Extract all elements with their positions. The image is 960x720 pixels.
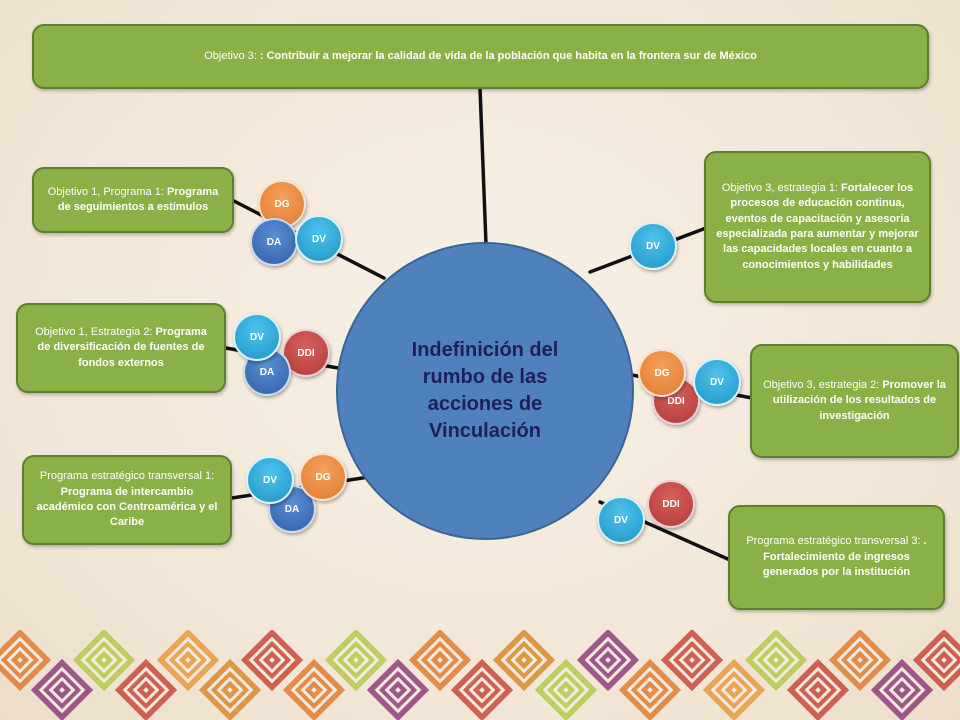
objective-1-program-1-box: Objetivo 1, Programa 1: Programa de segu… — [32, 167, 234, 233]
connector-top — [478, 86, 488, 246]
box-lead: Programa estratégico transversal 3: — [746, 535, 924, 548]
transversal-program-1-box: Programa estratégico transversal 1: Prog… — [22, 455, 232, 545]
badge-dv: DV — [233, 313, 281, 361]
box-lead: Objetivo 3, estrategia 2: — [763, 378, 883, 391]
badge-dv: DV — [629, 222, 677, 270]
badge-dv: DV — [246, 456, 294, 504]
badge-dv: DV — [693, 358, 741, 406]
box-body: Programa de seguimientos a estímulos — [57, 185, 219, 213]
box-body: Promover la utilización de los resultado… — [772, 378, 946, 422]
box-body: Programa de intercambio académico con Ce… — [36, 485, 218, 529]
decorative-pattern — [0, 630, 960, 720]
box-lead: Objetivo 1, Programa 1: — [47, 185, 167, 198]
transversal-program-3-box: Programa estratégico transversal 3: . Fo… — [728, 505, 945, 610]
box-lead: Objetivo 3, estrategia 1: — [721, 181, 842, 194]
badge-ddi: DDI — [647, 480, 695, 528]
objective-3-strategy-2-box: Objetivo 3, estrategia 2: Promover la ut… — [750, 344, 959, 458]
badge-dv: DV — [597, 496, 645, 544]
box-body: : Contribuir a mejorar la calidad de vid… — [259, 49, 757, 62]
central-problem-circle: Indefinición del rumbo de las acciones d… — [336, 242, 634, 540]
badge-da: DA — [250, 218, 298, 266]
box-body: Fortalecer los procesos de educación con… — [716, 181, 919, 271]
badge-dg: DG — [299, 453, 347, 501]
badge-dg: DG — [638, 349, 686, 397]
badge-dv: DV — [295, 215, 343, 263]
box-lead: Objetivo 1, Estrategia 2: — [35, 325, 156, 338]
box-body: Programa de diversificación de fuentes d… — [37, 325, 207, 369]
objective-3-strategy-1-box: Objetivo 3, estrategia 1: Fortalecer los… — [704, 151, 931, 303]
central-problem-text: Indefinición del rumbo de las acciones d… — [411, 339, 559, 442]
box-lead: Objetivo 3: — [204, 49, 260, 62]
box-lead: Programa estratégico transversal 1: — [39, 470, 215, 483]
objective-3-top-box: Objetivo 3: : Contribuir a mejorar la ca… — [32, 24, 929, 89]
box-body: . Fortalecimiento de ingresos generados … — [762, 535, 927, 579]
objective-1-strategy-2-box: Objetivo 1, Estrategia 2: Programa de di… — [16, 303, 226, 393]
